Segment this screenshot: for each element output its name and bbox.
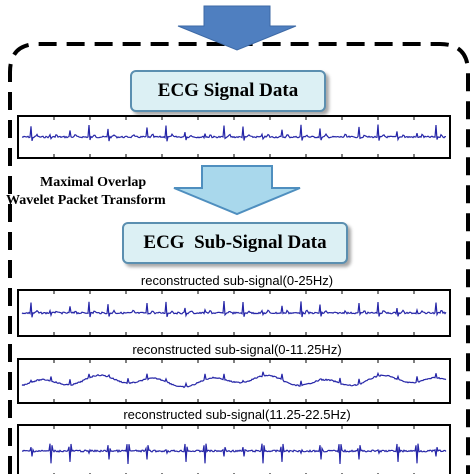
subsignal-waveform-0-25hz <box>21 301 447 318</box>
ecg-signal-panel-ticks <box>53 116 415 158</box>
mowpt-arrow <box>173 165 301 216</box>
top-arrow <box>177 5 297 51</box>
subsignal-caption-0-25hz: reconstructed sub-signal(0-25Hz) <box>140 273 334 288</box>
subsignal-panel-11-25-22-5hz <box>17 424 451 474</box>
subsignal-caption-11-25-22-5hz: reconstructed sub-signal(11.25-22.5Hz) <box>123 407 351 422</box>
ecg-sub-signal-data-label: ECG Sub-Signal Data <box>143 232 327 253</box>
ecg-sub-signal-data-box: ECG Sub-Signal Data <box>122 222 348 264</box>
subsignal-caption-0-11-25hz: reconstructed sub-signal(0-11.25Hz) <box>132 342 342 357</box>
transform-label-line2: Wavelet Packet Transform <box>6 193 166 208</box>
ecg-signal-data-label: ECG Signal Data <box>157 80 299 101</box>
subsignal-panel-0-25hz-ticks <box>53 290 415 336</box>
subsignal-waveform-11-25-22-5hz <box>21 443 447 465</box>
transform-label-line1: Maximal Overlap <box>40 175 147 190</box>
subsignal-waveform-0-11-25hz <box>21 371 447 389</box>
ecg-signal-data-box: ECG Signal Data <box>130 70 326 112</box>
ecg-raw-waveform <box>21 124 447 142</box>
subsignal-panel-0-11-25hz-ticks <box>53 359 415 403</box>
